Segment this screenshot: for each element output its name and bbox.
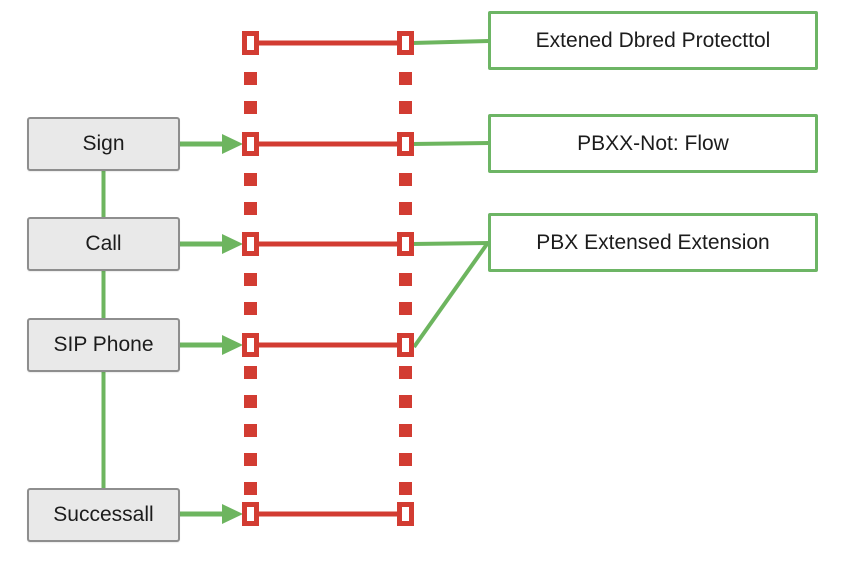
ladder-nodes (242, 31, 414, 526)
step-sip-phone-label: SIP Phone (53, 333, 154, 356)
right-label-2-text: PBXX-Not: Flow (577, 131, 729, 155)
connector-row3-to-label3 (411, 241, 490, 246)
step-sign-label: Sign (82, 132, 125, 155)
step-successall-label: Successall (53, 503, 154, 526)
right-label-box-1: Extened Dbred Protecttol (488, 11, 818, 70)
step-successall: Successall (27, 488, 180, 542)
connector-row2-to-label2 (411, 141, 490, 146)
arrow-sign-to-ladder (180, 134, 243, 154)
right-label-box-3: PBX Extensed Extension (488, 213, 818, 272)
connector-row4-to-label3-diagonal (412, 242, 489, 349)
step-call: Call (27, 217, 180, 271)
right-label-box-2: PBXX-Not: Flow (488, 114, 818, 173)
right-label-1-text: Extened Dbred Protecttol (535, 28, 771, 52)
step-sign: Sign (27, 117, 180, 171)
step-sip-phone: SIP Phone (27, 318, 180, 372)
arrow-sip-to-ladder (180, 335, 243, 355)
step-call-label: Call (85, 232, 122, 255)
right-label-3-text: PBX Extensed Extension (536, 230, 770, 254)
arrow-call-to-ladder (180, 234, 243, 254)
arrow-success-to-ladder (180, 504, 243, 524)
connector-row1-to-label1 (411, 39, 490, 45)
